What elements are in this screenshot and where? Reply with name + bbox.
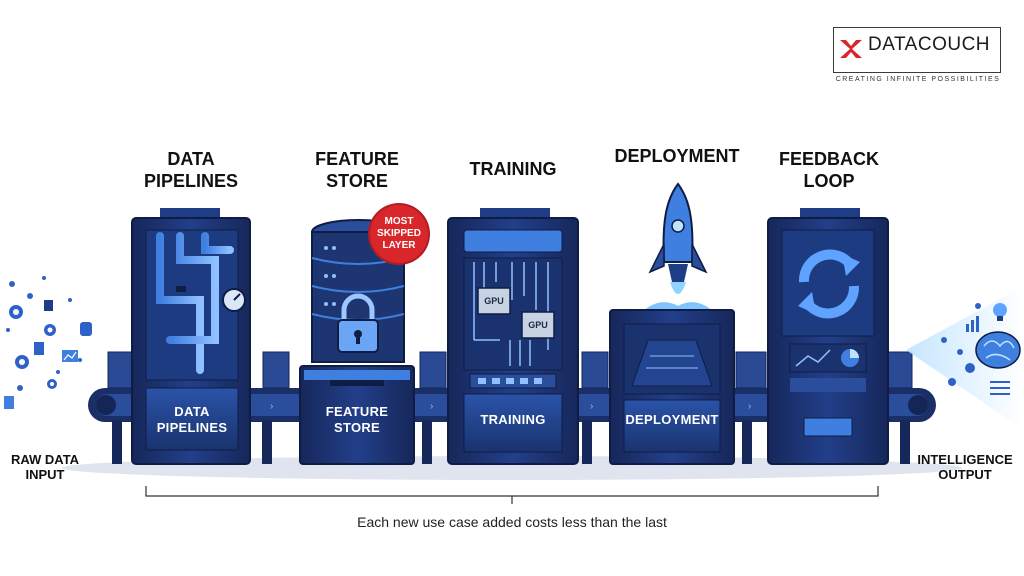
title-line: STORE <box>326 171 388 191</box>
stage-title-feature-store: FEATURE STORE <box>282 148 432 192</box>
gpu-chip-2: GPU <box>521 311 555 339</box>
machine-data-pipelines <box>131 208 251 465</box>
side-line: INPUT <box>25 467 65 482</box>
floor-shadow <box>62 456 962 480</box>
gpu-chip-1: GPU <box>477 287 511 315</box>
raw-data-icons <box>4 276 92 409</box>
title-line: FEEDBACK <box>778 149 879 169</box>
label-line: DATA <box>174 404 210 419</box>
label-line: DEPLOYMENT <box>625 412 719 427</box>
logo-tagline: CREATING INFINITE POSSIBILITIES <box>835 76 1001 83</box>
datacouch-logo: DATACOUCH <box>833 27 1001 73</box>
intelligence-output-label: INTELLIGENCE OUTPUT <box>910 452 1020 482</box>
side-line: INTELLIGENCE <box>917 452 1013 467</box>
svg-text:›: › <box>270 401 273 412</box>
cost-bracket <box>145 486 879 504</box>
machine-label-feature-store: FEATURE STORE <box>297 404 417 436</box>
gpu-chip-label: GPU <box>528 320 548 330</box>
title-line: TRAINING <box>469 159 557 179</box>
title-line: DATA <box>167 149 215 169</box>
cost-caption: Each new use case added costs less than … <box>357 514 667 530</box>
svg-text:›: › <box>590 401 593 412</box>
title-line: PIPELINES <box>143 171 239 191</box>
most-skipped-badge-text: MOST SKIPPED LAYER <box>366 216 432 252</box>
database-icon <box>80 322 92 336</box>
title-line: LOOP <box>803 171 855 191</box>
badge-line: LAYER <box>382 240 416 251</box>
logo-word-couch: COUCH <box>917 34 991 55</box>
svg-text:›: › <box>430 401 433 412</box>
rocket-icon <box>638 182 718 326</box>
svg-text:›: › <box>748 401 751 412</box>
badge-line: SKIPPED <box>377 228 421 239</box>
side-line: OUTPUT <box>938 467 992 482</box>
stage-title-feedback-loop: FEEDBACK LOOP <box>754 148 904 192</box>
gpu-chip-label: GPU <box>484 296 504 306</box>
logo-x-icon <box>840 40 862 58</box>
gear-icon <box>9 305 57 389</box>
label-line: FEATURE <box>325 404 389 419</box>
label-line: TRAINING <box>480 412 546 427</box>
intelligence-output-icons <box>906 286 1024 430</box>
brain-icon <box>975 331 1021 369</box>
logo-word-data: DATA <box>868 34 918 55</box>
most-skipped-badge <box>370 205 428 263</box>
machine-training: GPU GPU <box>447 208 579 465</box>
raw-data-input-label: RAW DATA INPUT <box>0 452 100 482</box>
lock-icon <box>337 293 379 353</box>
machine-deployment <box>609 182 735 465</box>
title-line: FEATURE <box>315 149 399 169</box>
machine-feedback-loop <box>767 208 889 465</box>
title-line: DEPLOYMENT <box>614 146 740 166</box>
machine-label-data-pipelines: DATA PIPELINES <box>132 404 252 436</box>
stage-title-training: TRAINING <box>438 158 588 180</box>
document-icon <box>4 300 53 409</box>
bar-chart-icon <box>966 316 979 332</box>
label-line: PIPELINES <box>156 420 228 435</box>
side-line: RAW DATA <box>10 452 80 467</box>
stage-title-data-pipelines: DATA PIPELINES <box>116 148 266 192</box>
list-icon <box>990 381 1010 395</box>
stage-title-deployment: DEPLOYMENT <box>602 145 752 167</box>
chart-icon <box>62 350 78 362</box>
machine-label-training: TRAINING <box>453 412 573 428</box>
logo-wordmark: DATACOUCH <box>868 34 990 56</box>
lightbulb-icon <box>993 303 1007 321</box>
badge-line: MOST <box>384 216 414 227</box>
label-line: STORE <box>333 420 381 435</box>
machine-label-deployment: DEPLOYMENT <box>612 412 732 428</box>
